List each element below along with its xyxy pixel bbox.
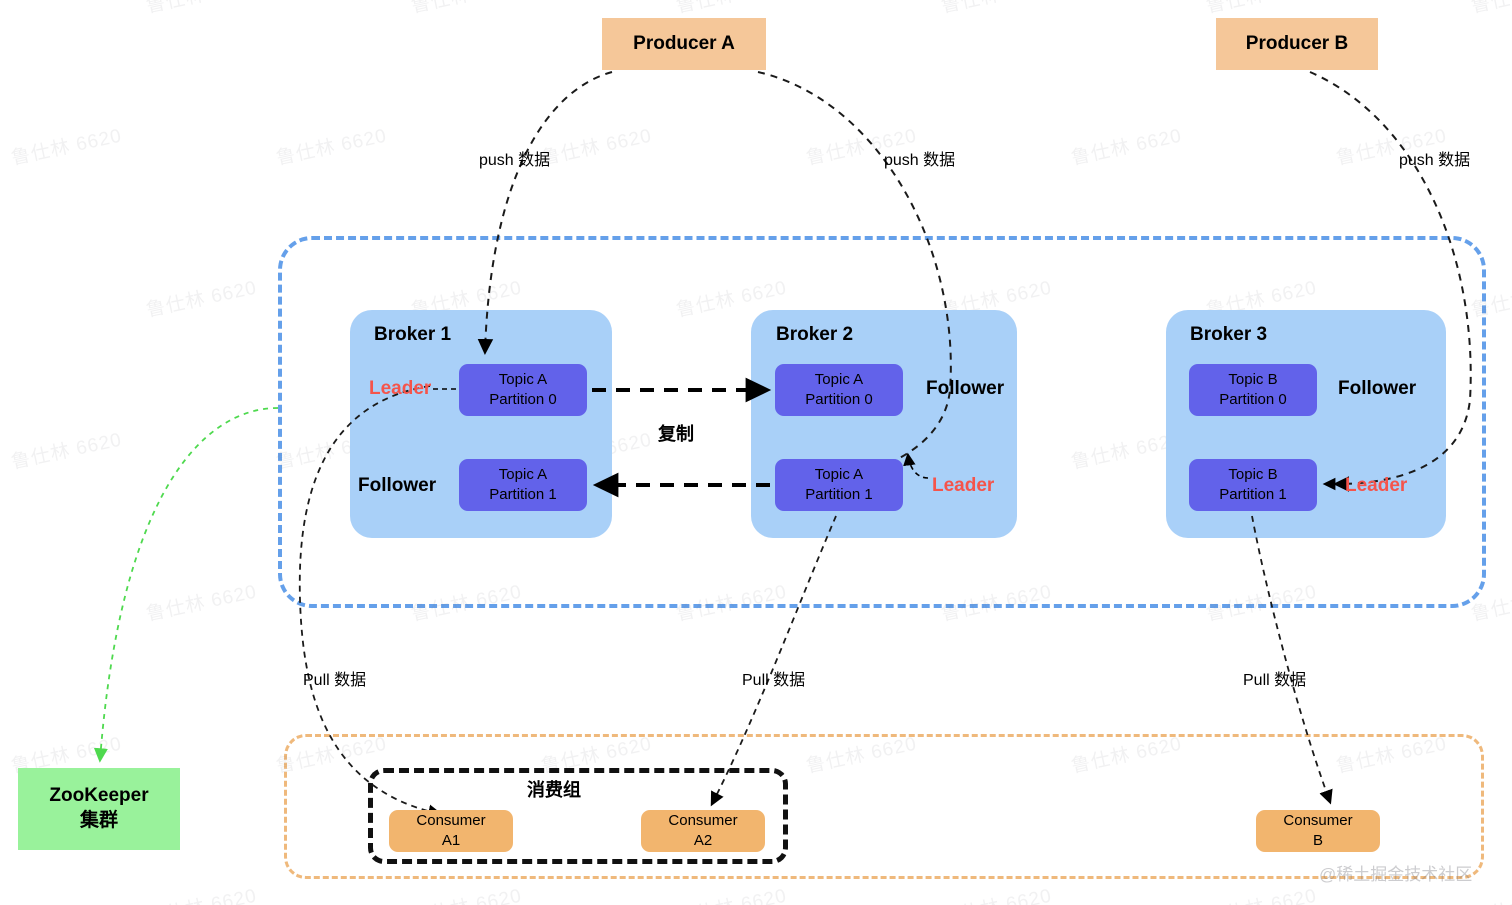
- broker-1-role-leader: Leader: [369, 378, 432, 399]
- consumer-a1-line2: A1: [441, 832, 461, 849]
- watermark-text: 鲁仕林 6620: [408, 881, 524, 905]
- watermark-text: 鲁仕林 6620: [673, 881, 789, 905]
- consumer-b-line2: B: [1312, 832, 1323, 849]
- watermark-text: 鲁仕林 6620: [408, 0, 524, 18]
- consumer-b-text: Consumer B: [1283, 811, 1352, 852]
- broker-2-partition-1-index: Partition 1: [805, 486, 873, 503]
- edge-label-push-3: push 数据: [1399, 152, 1471, 169]
- broker-3-partition-1-topic: Topic B: [1228, 465, 1278, 483]
- broker-1-partition-1-text: Topic A Partition 1: [489, 465, 557, 506]
- zookeeper-cluster-node[interactable]: ZooKeeper 集群: [18, 768, 180, 850]
- consumer-a2-node[interactable]: Consumer A2: [641, 810, 765, 852]
- watermark-text: 鲁仕林 6620: [673, 0, 789, 18]
- broker-2-partition-1-text: Topic A Partition 1: [805, 465, 873, 506]
- watermark-text: 鲁仕林 6620: [144, 277, 259, 322]
- watermark-text: 鲁仕林 6620: [9, 429, 124, 474]
- watermark-text: 鲁仕林 6620: [143, 0, 259, 18]
- watermark-text: 鲁仕林 6620: [143, 881, 259, 905]
- broker-2-partition-topic-a-p0[interactable]: Topic A Partition 0: [775, 364, 903, 416]
- edge-label-push-1: push 数据: [479, 152, 551, 169]
- zookeeper-label-line2: 集群: [79, 810, 118, 831]
- broker-1-partition-topic-a-p1[interactable]: Topic A Partition 1: [459, 459, 587, 511]
- watermark-text: 鲁仕林 6620: [1468, 881, 1512, 905]
- broker-3-title: Broker 3: [1190, 324, 1268, 345]
- broker-1-partition-0-text: Topic A Partition 0: [489, 370, 557, 411]
- broker-1-partition-0-topic: Topic A: [498, 370, 548, 388]
- watermark-text: 鲁仕林 6620: [9, 125, 124, 170]
- consumer-b-node[interactable]: Consumer B: [1256, 810, 1380, 852]
- broker-2-partition-0-text: Topic A Partition 0: [805, 370, 873, 411]
- broker-2-partition-1-topic: Topic A: [814, 465, 864, 483]
- watermark-text: 鲁仕林 6620: [938, 0, 1054, 18]
- producer-b-node[interactable]: Producer B: [1216, 18, 1378, 70]
- watermark-text: 鲁仕林 6620: [1468, 0, 1512, 18]
- broker-3-partition-0-topic: Topic B: [1228, 370, 1278, 388]
- watermark-text: 鲁仕林 6620: [274, 125, 389, 170]
- broker-2-title: Broker 2: [776, 324, 854, 345]
- broker-1-title: Broker 1: [374, 324, 452, 345]
- broker-3-partition-0-text: Topic B Partition 0: [1219, 370, 1287, 411]
- broker-3-partition-0-index: Partition 0: [1219, 391, 1287, 408]
- watermark-text: 鲁仕林 6620: [144, 581, 259, 626]
- edge-label-replicate: 复制: [658, 424, 694, 444]
- site-credit-watermark: @稀土掘金技术社区: [1319, 865, 1473, 884]
- zookeeper-label-line1: ZooKeeper: [49, 785, 149, 807]
- zookeeper-label-wrap: ZooKeeper 集群: [49, 784, 148, 833]
- consumer-group-boundary: [368, 768, 788, 864]
- broker-3-partition-topic-b-p1[interactable]: Topic B Partition 1: [1189, 459, 1317, 511]
- watermark-text: 鲁仕林 6620: [1069, 125, 1184, 170]
- broker-1-partition-topic-a-p0[interactable]: Topic A Partition 0: [459, 364, 587, 416]
- broker-1-role-follower: Follower: [358, 475, 437, 496]
- broker-1-partition-0-index: Partition 0: [489, 391, 557, 408]
- broker-2-role-follower: Follower: [926, 378, 1005, 399]
- arrow-cluster-to-zookeeper: [93, 407, 279, 763]
- consumer-a1-text: Consumer A1: [416, 811, 485, 852]
- broker-2-partition-0-index: Partition 0: [805, 391, 873, 408]
- consumer-a2-line1: Consumer: [668, 811, 738, 829]
- broker-3-partition-1-text: Topic B Partition 1: [1219, 465, 1287, 506]
- watermark-text: 鲁仕林 6620: [539, 125, 654, 170]
- broker-2-partition-topic-a-p1[interactable]: Topic A Partition 1: [775, 459, 903, 511]
- consumer-a1-line1: Consumer: [416, 811, 486, 829]
- producer-b-label: Producer B: [1245, 33, 1349, 54]
- broker-3-role-leader: Leader: [1345, 475, 1408, 496]
- watermark-text: 鲁仕林 6620: [1203, 881, 1319, 905]
- broker-3-partition-topic-b-p0[interactable]: Topic B Partition 0: [1189, 364, 1317, 416]
- broker-2-role-leader: Leader: [932, 475, 995, 496]
- consumer-area-boundary: [284, 734, 1484, 879]
- broker-3-partition-1-index: Partition 1: [1219, 486, 1287, 503]
- producer-a-node[interactable]: Producer A: [602, 18, 766, 70]
- consumer-b-line1: Consumer: [1283, 811, 1353, 829]
- watermark-text: 鲁仕林 6620: [938, 881, 1054, 905]
- consumer-a2-line2: A2: [693, 832, 713, 849]
- watermark-text: 鲁仕林 6620: [1203, 0, 1319, 18]
- consumer-a2-text: Consumer A2: [668, 811, 737, 852]
- edge-label-push-2: push 数据: [884, 152, 956, 169]
- producer-a-label: Producer A: [633, 33, 735, 54]
- consumer-group-title: 消费组: [527, 780, 581, 800]
- edge-label-pull-1: Pull 数据: [303, 672, 367, 689]
- edge-label-pull-2: Pull 数据: [742, 672, 806, 689]
- broker-1-partition-1-index: Partition 1: [489, 486, 557, 503]
- edge-label-pull-3: Pull 数据: [1243, 672, 1307, 689]
- broker-1-partition-1-topic: Topic A: [498, 465, 548, 483]
- consumer-a1-node[interactable]: Consumer A1: [389, 810, 513, 852]
- broker-3-role-follower: Follower: [1338, 378, 1417, 399]
- broker-2-partition-0-topic: Topic A: [814, 370, 864, 388]
